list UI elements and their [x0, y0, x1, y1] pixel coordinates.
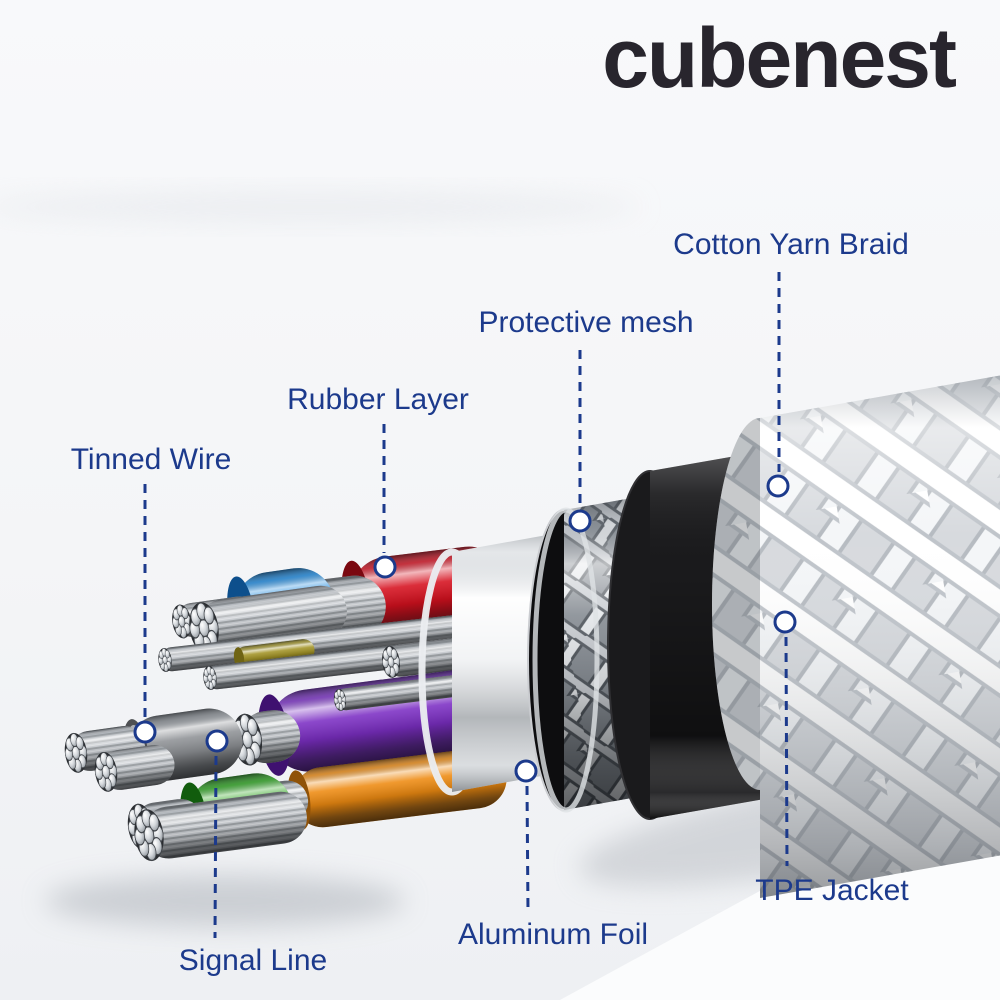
- tinned-wire-bundle-f: [130, 791, 307, 864]
- protective-mesh-callout-dot: [568, 509, 592, 533]
- label-rubber-layer: Rubber Layer: [287, 383, 469, 416]
- label-cotton-yarn-braid: Cotton Yarn Braid: [673, 228, 909, 261]
- tpe-jacket-callout-line: [784, 636, 789, 867]
- background-wisp: [0, 192, 640, 222]
- tinned-wire-bundle-e: [91, 745, 175, 794]
- label-tinned-wire: Tinned Wire: [70, 443, 232, 476]
- tpe-jacket-callout-dot: [773, 610, 797, 634]
- label-tpe-jacket: TPE Jacket: [755, 874, 909, 907]
- brand-logo: cubenest: [602, 11, 957, 105]
- label-protective-mesh: Protective mesh: [478, 306, 694, 339]
- wire-bundle: [61, 546, 510, 864]
- callouts: [133, 272, 797, 939]
- cotton-yarn-braid-callout-dot: [766, 474, 790, 498]
- aluminum-foil-callout-line: [525, 785, 530, 913]
- signal-line-callout-line: [213, 755, 218, 939]
- layer-cotton-yarn-braid: [712, 375, 1000, 898]
- rubber-layer-callout-dot: [373, 555, 397, 579]
- label-signal-line: Signal Line: [178, 944, 328, 977]
- aluminum-foil-callout-dot: [514, 759, 538, 783]
- tinned-wire-callout-dot: [133, 720, 157, 744]
- wire-ground-shadow: [45, 875, 405, 927]
- cable-render: [61, 375, 1000, 898]
- signal-line-callout-dot: [205, 729, 229, 753]
- label-aluminum-foil: Aluminum Foil: [457, 918, 649, 951]
